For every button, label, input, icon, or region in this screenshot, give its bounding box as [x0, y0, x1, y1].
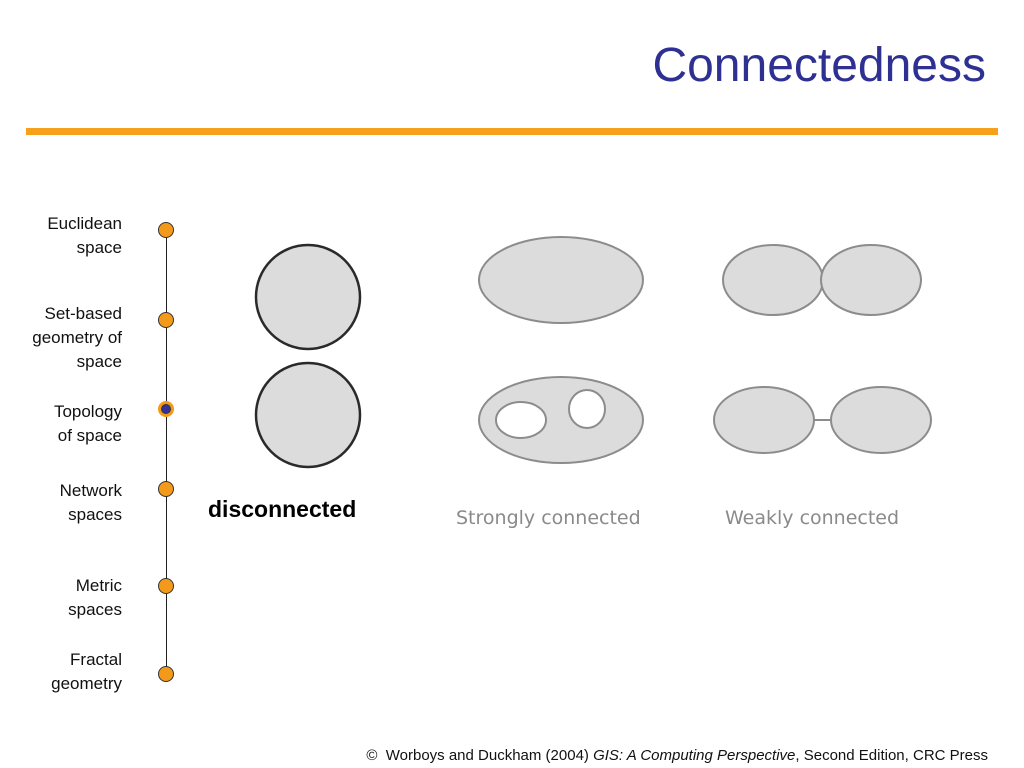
nav-label-line: spaces [68, 600, 122, 619]
nav-dot-fractal[interactable] [158, 666, 174, 682]
nav-label-line: Fractal [70, 650, 122, 669]
citation: © Worboys and Duckham (2004) GIS: A Comp… [366, 747, 988, 764]
nav-label-line: space [76, 238, 122, 257]
nav-dot-set-based[interactable] [158, 312, 174, 328]
nav-label-line: Set-based [44, 304, 123, 323]
caption-strongly-connected: Strongly connected [456, 507, 641, 529]
hole-right [568, 389, 606, 429]
slide-title: Connectedness [652, 39, 986, 92]
nav-label-line: Metric [75, 576, 122, 595]
nav-label-line: geometry [51, 674, 122, 693]
citation-book-title: GIS: A Computing Perspective [593, 747, 796, 764]
nav-dot-metric[interactable] [158, 578, 174, 594]
nav-label-line: Euclidean [47, 214, 122, 233]
nav-label-fractal[interactable]: Fractal geometry [51, 648, 122, 696]
weakly-ellipse-right-touching [820, 244, 922, 316]
nav-label-euclidean[interactable]: Euclidean space [47, 212, 122, 260]
title-divider [26, 128, 998, 135]
strongly-ellipse [478, 236, 644, 324]
nav-dot-topology-active[interactable] [158, 401, 174, 417]
nav-label-network[interactable]: Network spaces [60, 479, 122, 527]
nav-label-line: geometry of [32, 328, 122, 347]
nav-label-set-based[interactable]: Set-based geometry of space [32, 302, 122, 374]
caption-disconnected: disconnected [208, 496, 357, 522]
citation-prefix: © Worboys and Duckham (2004) [366, 747, 594, 764]
hole-left [495, 401, 547, 439]
nav-label-metric[interactable]: Metric spaces [68, 574, 122, 622]
nav-timeline-line [166, 230, 167, 674]
nav-label-line: Topology [53, 402, 122, 421]
caption-weakly-connected: Weakly connected [725, 507, 900, 529]
nav-label-line: Network [59, 481, 122, 500]
nav-label-topology[interactable]: Topology of space [54, 400, 122, 448]
nav-label-line: spaces [68, 505, 122, 524]
disconnected-circle-bottom [254, 361, 362, 469]
nav-label-line: of space [57, 426, 122, 445]
weakly-ellipse-left-touching [722, 244, 824, 316]
disconnected-circle-top [254, 243, 362, 351]
nav-dot-network[interactable] [158, 481, 174, 497]
nav-dot-euclidean[interactable] [158, 222, 174, 238]
citation-suffix: , Second Edition, CRC Press [795, 747, 988, 764]
nav-label-line: space [76, 352, 122, 371]
weakly-ellipse-left-linked [713, 386, 815, 454]
weakly-ellipse-right-linked [830, 386, 932, 454]
